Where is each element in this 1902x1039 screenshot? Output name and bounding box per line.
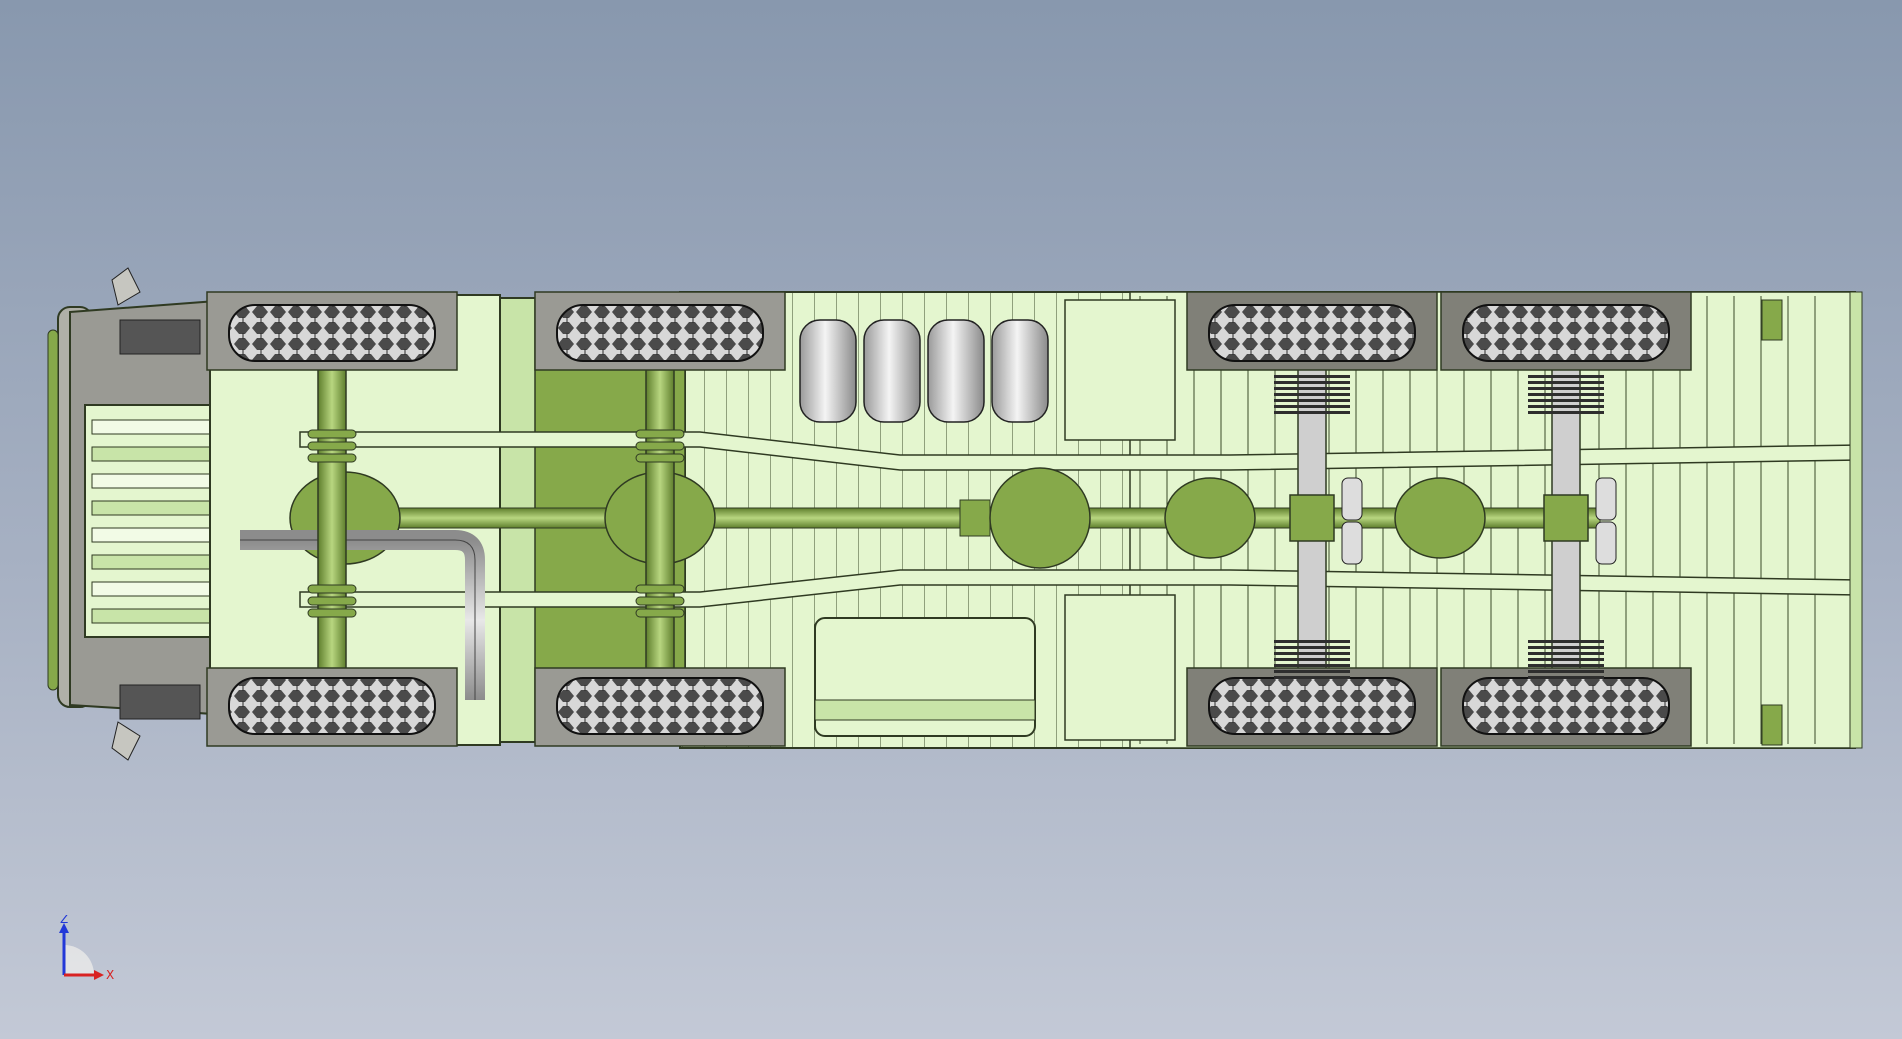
air-tank [991,319,1049,423]
air-spring-bellow [1528,387,1604,390]
axle-hub-housing [1543,494,1589,542]
axle-boot-ring [307,453,357,463]
air-spring-bellow [1274,375,1350,378]
air-spring-bellow [1274,399,1350,402]
z-arrowhead-icon [59,923,69,933]
axle-boot-ring [307,441,357,451]
air-spring-bellow [1274,381,1350,384]
axle-hub-housing [1289,494,1335,542]
tire [228,304,436,362]
air-spring-bellow [1274,646,1350,649]
tire [1462,304,1670,362]
axle-boot-ring [307,584,357,594]
air-spring-bellow [1528,411,1604,414]
exhaust-pipe[interactable] [240,530,485,700]
brake-chamber [1341,521,1363,565]
air-spring-bellow [1274,658,1350,661]
air-spring-bellow [1274,411,1350,414]
axle-beam [645,359,675,681]
triad-quadrant [64,945,94,975]
air-spring-bellow [1274,640,1350,643]
brake-chamber [1341,477,1363,521]
tire [228,677,436,735]
air-spring-bellow [1528,399,1604,402]
tire [1208,304,1416,362]
air-spring-bellow [1528,405,1604,408]
air-spring-bellow [1528,640,1604,643]
air-spring-bellow [1274,393,1350,396]
air-spring-bellow [1274,405,1350,408]
z-axis-label: Z [60,915,68,926]
axle-boot-ring [307,596,357,606]
air-spring-bellow [1528,646,1604,649]
air-tanks[interactable] [799,319,1049,423]
air-tank [863,319,921,423]
tire [556,677,764,735]
differential [989,467,1091,569]
air-spring-bellow [1274,652,1350,655]
tire [1208,677,1416,735]
x-axis-label: X [106,968,114,982]
air-tank [799,319,857,423]
axle-boot-ring [307,608,357,618]
tire [1462,677,1670,735]
air-spring-bellow [1528,676,1604,679]
axle-boot-ring [635,584,685,594]
rear-suspension[interactable] [1274,375,1617,679]
axle-boot-ring [307,429,357,439]
air-spring-bellow [1528,670,1604,673]
air-spring-bellow [1274,676,1350,679]
axle-boot-ring [635,596,685,606]
axle-boot-ring [635,453,685,463]
axle-boot-ring [635,429,685,439]
differential [1164,477,1256,559]
brake-chamber [1595,521,1617,565]
air-spring-bellow [1274,664,1350,667]
brake-chamber [1595,477,1617,521]
axis-triad: Z X [59,915,114,982]
air-spring-bellow [1528,652,1604,655]
fuel-tank[interactable] [814,299,1176,741]
x-arrowhead-icon [94,970,104,980]
axles[interactable] [307,359,1589,681]
wheels[interactable] [206,291,1692,747]
air-spring-bellow [1528,375,1604,378]
air-spring-bellow [1528,664,1604,667]
tire [556,304,764,362]
air-spring-bellow [1274,670,1350,673]
air-spring-bellow [1528,381,1604,384]
axle-beam [317,359,347,681]
axle-boot-ring [635,441,685,451]
differential [1394,477,1486,559]
air-spring-bellow [1274,387,1350,390]
air-spring-bellow [1528,393,1604,396]
air-spring-bellow [1528,658,1604,661]
air-tank [927,319,985,423]
axle-boot-ring [635,608,685,618]
